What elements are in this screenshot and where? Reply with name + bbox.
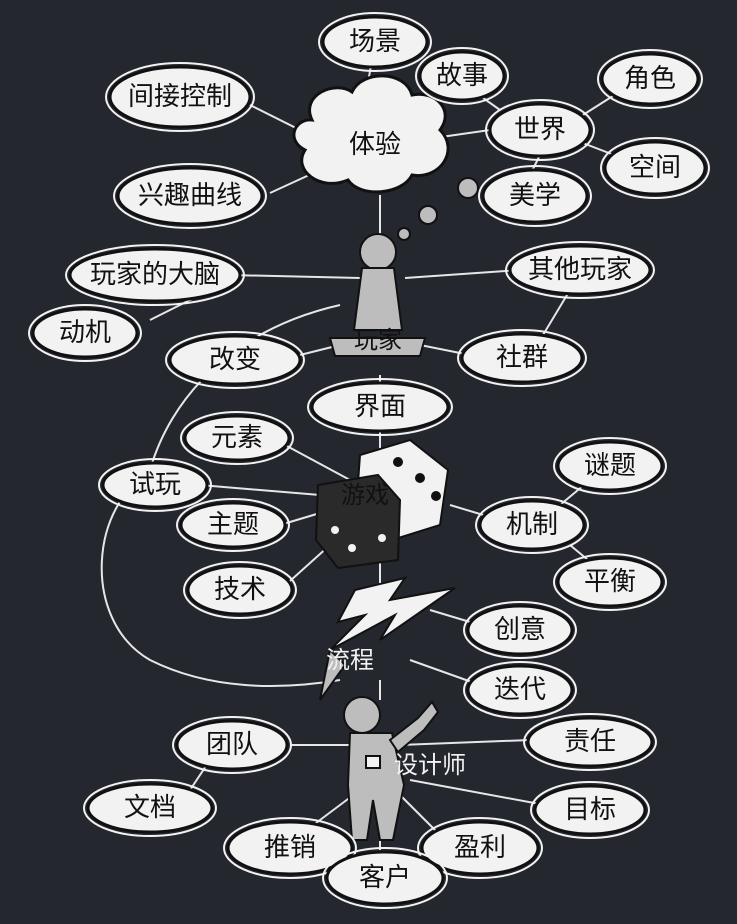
node-label: 故事 — [436, 61, 488, 91]
node-label: 兴趣曲线 — [138, 181, 242, 211]
node-youxi: 游戏 — [341, 481, 389, 509]
node-liucheng: 流程 — [326, 646, 374, 674]
node-wendang: 文档 — [83, 779, 217, 837]
node-label: 技术 — [214, 575, 266, 605]
node-wanjia: 玩家 — [354, 326, 402, 354]
node-meixue: 美学 — [478, 165, 592, 227]
node-kongjian: 空间 — [600, 137, 710, 199]
node-label: 迭代 — [494, 675, 546, 705]
lightning-bolt-icon — [319, 576, 456, 701]
node-zeren: 责任 — [523, 713, 657, 771]
node-label: 试玩 — [129, 470, 181, 500]
node-tuandui: 团队 — [172, 716, 292, 774]
node-gaibian: 改变 — [165, 331, 305, 389]
node-label: 界面 — [354, 392, 406, 422]
node-wanjia-danao: 玩家的大脑 — [65, 244, 245, 306]
node-changjing: 场景 — [318, 12, 432, 72]
thought-bubble-icon — [457, 177, 479, 199]
node-xingqu-quxian: 兴趣曲线 — [113, 163, 267, 229]
node-jianjie-kongzhi: 间接控制 — [105, 62, 255, 132]
node-label: 玩家 — [354, 326, 402, 354]
node-label: 团队 — [206, 730, 258, 760]
node-label: 改变 — [209, 345, 261, 375]
node-label: 体验 — [349, 130, 401, 160]
node-label: 动机 — [59, 318, 111, 348]
node-qita-wanjia: 其他玩家 — [505, 241, 655, 299]
node-shiwan: 试玩 — [98, 458, 212, 512]
node-pingheng: 平衡 — [553, 553, 667, 611]
node-shijie: 世界 — [485, 99, 595, 161]
node-yuansu: 元素 — [180, 411, 294, 465]
node-diedai: 迭代 — [463, 661, 577, 719]
node-label: 游戏 — [341, 481, 389, 509]
node-label: 平衡 — [584, 567, 636, 597]
node-label: 推销 — [264, 833, 316, 863]
node-label: 其他玩家 — [528, 255, 632, 285]
node-jiaose: 角色 — [597, 49, 703, 109]
node-shejishi: 设计师 — [394, 751, 466, 779]
node-label: 玩家的大脑 — [90, 260, 220, 290]
node-jizhi: 机制 — [475, 496, 589, 554]
node-label: 间接控制 — [128, 82, 232, 112]
node-label: 创意 — [494, 615, 546, 645]
node-dongji: 动机 — [28, 304, 142, 362]
node-jishu: 技术 — [183, 561, 297, 619]
node-label: 空间 — [629, 153, 681, 183]
dice-icon — [314, 438, 450, 570]
node-label: 社群 — [496, 343, 548, 373]
node-gushi: 故事 — [415, 47, 509, 105]
node-label: 机制 — [506, 510, 558, 540]
node-mubiao: 目标 — [530, 781, 650, 839]
node-label: 美学 — [509, 181, 561, 211]
node-jiemian: 界面 — [307, 378, 453, 436]
node-kehu: 客户 — [322, 847, 448, 909]
node-label: 设计师 — [394, 751, 466, 779]
node-label: 责任 — [564, 727, 616, 757]
designer-figure-icon — [343, 696, 440, 841]
node-label: 角色 — [624, 64, 676, 94]
illustrations — [314, 177, 479, 841]
node-zhuti: 主题 — [176, 498, 290, 552]
node-chuangyi: 创意 — [463, 601, 577, 659]
node-label: 主题 — [207, 510, 259, 540]
node-label: 世界 — [514, 115, 566, 145]
node-tuixiao: 推销 — [223, 817, 357, 879]
node-label: 盈利 — [454, 833, 506, 863]
node-label: 文档 — [124, 793, 176, 823]
node-label: 流程 — [326, 646, 374, 674]
node-label: 元素 — [211, 423, 263, 453]
player-pawn-icon — [328, 233, 427, 357]
thought-bubble-icon — [397, 227, 411, 241]
thought-bubble-icon — [418, 205, 438, 225]
node-label: 谜题 — [584, 451, 636, 481]
node-yingli: 盈利 — [417, 817, 543, 879]
node-tiyan: 体验 — [292, 74, 450, 194]
diagram-nodes: 体验 场景 间接控制 故事 角色 世界 — [28, 12, 710, 909]
node-label: 场景 — [349, 27, 401, 57]
node-miti: 谜题 — [553, 437, 667, 495]
node-shequn: 社群 — [457, 329, 587, 387]
node-label: 目标 — [564, 795, 616, 825]
node-label: 客户 — [359, 863, 411, 893]
